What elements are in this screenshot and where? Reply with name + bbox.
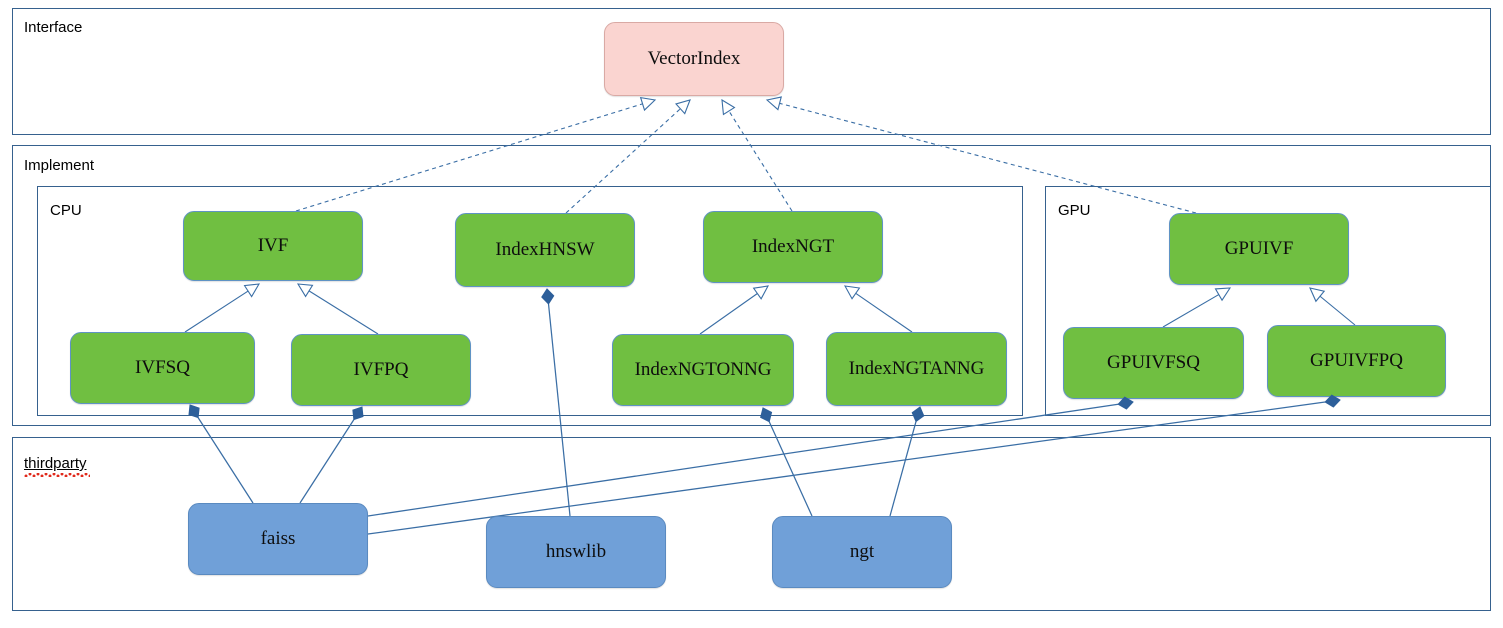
- class-node-label: GPUIVFSQ: [1107, 352, 1200, 373]
- class-node-gpuivfpq[interactable]: GPUIVFPQ: [1267, 325, 1446, 397]
- class-node-hnswlib[interactable]: hnswlib: [486, 516, 666, 588]
- class-node-label: IndexNGTONNG: [634, 359, 772, 380]
- class-node-indexngt[interactable]: IndexNGT: [703, 211, 883, 283]
- class-node-ivf[interactable]: IVF: [183, 211, 363, 281]
- class-node-label: IndexNGT: [751, 236, 835, 257]
- group-label-cpu: CPU: [50, 202, 82, 219]
- class-node-label: IVFPQ: [353, 359, 409, 380]
- group-label-gpu: GPU: [1058, 202, 1091, 219]
- class-node-ivfpq[interactable]: IVFPQ: [291, 334, 471, 406]
- class-node-faiss[interactable]: faiss: [188, 503, 368, 575]
- class-node-label: IVF: [257, 235, 289, 256]
- class-node-vectorindex[interactable]: VectorIndex: [604, 22, 784, 96]
- class-node-label: ngt: [849, 541, 875, 562]
- class-node-indexngtanng[interactable]: IndexNGTANNG: [826, 332, 1007, 406]
- class-node-label: IndexNGTANNG: [848, 358, 985, 379]
- class-node-ivfsq[interactable]: IVFSQ: [70, 332, 255, 404]
- class-node-indexhnsw[interactable]: IndexHNSW: [455, 213, 635, 287]
- group-label-interface: Interface: [24, 19, 83, 36]
- class-node-gpuivf[interactable]: GPUIVF: [1169, 213, 1349, 285]
- group-label-implement: Implement: [24, 157, 95, 174]
- class-node-label: faiss: [260, 528, 296, 549]
- class-node-label: hnswlib: [545, 541, 607, 562]
- class-node-label: GPUIVF: [1224, 238, 1294, 259]
- class-node-label: GPUIVFPQ: [1310, 350, 1403, 371]
- class-node-gpuivfsq[interactable]: GPUIVFSQ: [1063, 327, 1244, 399]
- class-node-label: IVFSQ: [135, 357, 190, 378]
- class-node-ngt[interactable]: ngt: [772, 516, 952, 588]
- class-node-label: IndexHNSW: [495, 239, 595, 260]
- class-node-indexngtonng[interactable]: IndexNGTONNG: [612, 334, 794, 406]
- group-label-thirdparty: thirdparty: [24, 455, 87, 472]
- class-node-label: VectorIndex: [647, 48, 741, 69]
